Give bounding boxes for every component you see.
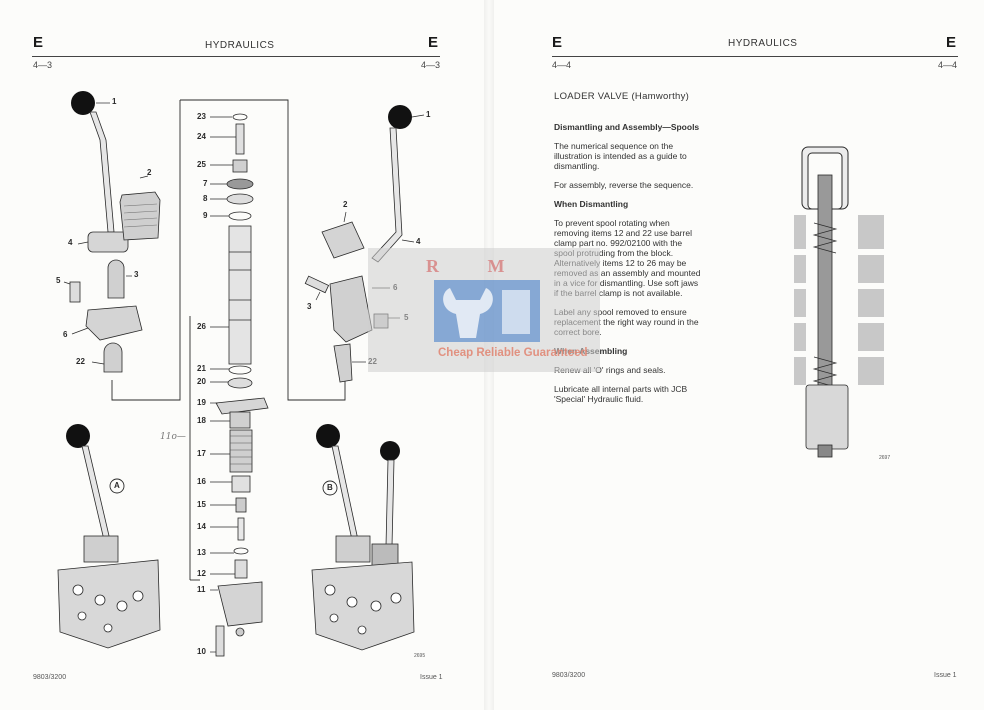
callout: 15 — [197, 500, 206, 509]
bushing — [321, 221, 365, 259]
diagram-ref: 2695 — [414, 653, 426, 659]
callout: 21 — [197, 364, 206, 373]
watermark-letters: R M — [426, 256, 527, 276]
callout: 24 — [197, 132, 206, 141]
link-plate — [329, 275, 373, 343]
watermark-tagline: Cheap Reliable Guaranteed — [438, 347, 588, 359]
watermark: R M Cheap Reliable Guaranteed — [368, 248, 600, 372]
header-rule — [552, 56, 958, 57]
knob-icon — [388, 105, 412, 129]
knob-icon — [316, 424, 340, 448]
callout: 8 — [203, 194, 208, 203]
section-letter-left: E — [552, 34, 563, 51]
callout: 1 — [426, 110, 431, 119]
knob-icon — [66, 424, 90, 448]
knob-icon — [71, 91, 95, 115]
footer-doc-number: 9803/3200 — [33, 674, 67, 681]
ball-joint — [103, 342, 123, 373]
boot-bellows — [119, 191, 161, 241]
section-title: LOADER VALVE (Hamworthy) — [554, 91, 690, 102]
callout: 9 — [203, 211, 208, 220]
diagram-ref: 2697 — [879, 455, 891, 461]
paragraph: Renew all 'O' rings and seals. — [554, 365, 666, 375]
handwritten-note: 11o— — [160, 432, 186, 442]
callout: 17 — [197, 449, 206, 458]
callout: 4 — [416, 237, 421, 246]
heading-when-dismantling: When Dismantling — [554, 199, 629, 209]
footer-doc-number: 9803/3200 — [552, 672, 586, 679]
lever-rod — [371, 127, 403, 263]
page-number-right: 4—4 — [938, 60, 958, 70]
callout: 23 — [197, 112, 206, 121]
valve-block-b — [311, 424, 415, 651]
left-lever-assembly — [69, 91, 161, 373]
callout: 14 — [197, 522, 206, 531]
page-number-right: 4—3 — [421, 60, 441, 70]
section-letter-left: E — [33, 34, 44, 51]
page-number-left: 4—3 — [33, 60, 53, 70]
paragraph: To prevent spool rotating when removing … — [554, 218, 701, 298]
variant-label-a: A — [114, 481, 120, 490]
paragraph: Lubricate all internal parts with JCB 'S… — [554, 384, 688, 404]
callout: 16 — [197, 477, 206, 486]
callout: 26 — [197, 322, 206, 331]
callout: 11 — [197, 585, 206, 594]
callout: 2 — [343, 200, 348, 209]
valve-block-a — [57, 424, 161, 649]
footer-issue: Issue 1 — [420, 674, 443, 681]
callout: 1 — [112, 97, 117, 106]
ball-pin — [107, 259, 125, 299]
right-lever-assembly — [304, 105, 412, 383]
header-title: HYDRAULICS — [728, 38, 798, 49]
callout: 18 — [197, 416, 206, 425]
callout: 2 — [147, 168, 152, 177]
lever-clevis — [87, 231, 129, 253]
callout: 5 — [56, 276, 61, 285]
pin — [304, 275, 330, 294]
callout: 20 — [197, 377, 206, 386]
header-title: HYDRAULICS — [205, 40, 275, 51]
link-plate — [85, 305, 143, 341]
wrench-logo-icon — [434, 280, 540, 342]
callout: 12 — [197, 569, 206, 578]
spool-stack — [215, 113, 269, 657]
callout: 19 — [197, 398, 206, 407]
page-number-left: 4—4 — [552, 60, 572, 70]
section-letter-right: E — [428, 34, 439, 51]
callout: 22 — [76, 357, 85, 366]
lever-rod — [89, 111, 115, 233]
variant-label-b: B — [327, 483, 333, 492]
callout: 3 — [307, 302, 312, 311]
callout: 6 — [63, 330, 68, 339]
callout: 3 — [134, 270, 139, 279]
callout: 10 — [197, 647, 206, 656]
exploded-view-diagram — [57, 91, 425, 657]
footer-issue: Issue 1 — [934, 672, 957, 679]
screw — [69, 281, 81, 303]
paragraph: For assembly, reverse the sequence. — [554, 180, 694, 190]
ball-joint — [333, 343, 353, 383]
section-letter-right: E — [946, 34, 957, 51]
callout: 13 — [197, 548, 206, 557]
callout: 4 — [68, 238, 73, 247]
paragraph: The numerical sequence on the illustrati… — [554, 141, 687, 171]
valve-section-diagram — [794, 146, 884, 458]
callout: 25 — [197, 160, 206, 169]
callout: 7 — [203, 179, 208, 188]
knob-icon — [380, 441, 400, 461]
header-rule — [32, 56, 440, 57]
heading-dismantling-assembly: Dismantling and Assembly—Spools — [554, 122, 700, 132]
